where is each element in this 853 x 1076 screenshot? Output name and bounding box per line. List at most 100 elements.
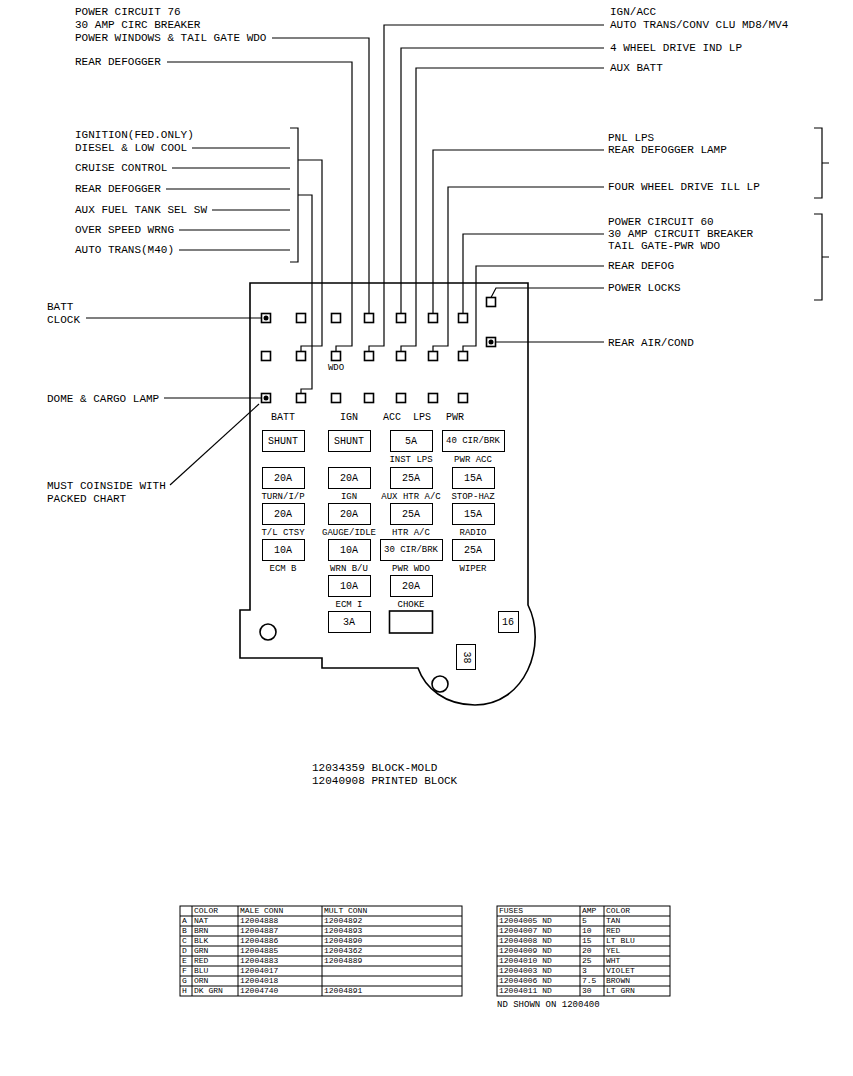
table-cell: 12004889 — [324, 957, 362, 965]
callout-text: REAR DEFOG — [608, 260, 674, 272]
table-cell: E — [182, 957, 187, 965]
fuse-box: 10A — [328, 539, 371, 561]
callout-text: ND SHOWN ON 1200400 — [497, 1000, 600, 1010]
fuse-box: 15A — [452, 467, 495, 489]
callout-text: IGN/ACC — [610, 6, 656, 18]
table-cell: 12004018 — [240, 977, 278, 985]
fuse-box: 20A — [328, 467, 371, 489]
table-cell: VIOLET — [606, 967, 635, 975]
callout-text: AUX HTR A/C — [381, 492, 440, 502]
table-cell: NAT — [194, 917, 208, 925]
callout-text: 30 AMP CIRC BREAKER — [75, 19, 200, 31]
callout-text: CHOKE — [397, 600, 424, 610]
table-cell: G — [182, 977, 187, 985]
fuse-rating: 20A — [274, 509, 292, 520]
callout-text: PWR ACC — [454, 455, 492, 465]
fuse-box: 20A — [262, 503, 305, 525]
fuse-box: SHUNT — [262, 430, 305, 452]
table-cell: LT BLU — [606, 937, 635, 945]
table-cell: ORN — [194, 977, 208, 985]
callout-text: PNL LPS — [608, 132, 654, 144]
empty-fuse — [390, 611, 433, 633]
callout-text: REAR AIR/COND — [608, 337, 694, 349]
table-cell: 3 — [582, 967, 587, 975]
callout-text: 4 WHEEL DRIVE IND LP — [610, 42, 742, 54]
fuse-rating: 15A — [464, 509, 482, 520]
fuse-rating: SHUNT — [268, 436, 298, 447]
fuse-rating: 20A — [340, 473, 358, 484]
callout-text: RADIO — [459, 528, 486, 538]
callout-text: TAIL GATE-PWR WDO — [608, 240, 720, 252]
fuse-rating: 25A — [402, 473, 420, 484]
callout-text: T/L CTSY — [261, 528, 304, 538]
table-cell: H — [182, 987, 187, 995]
table-cell: 10 — [582, 927, 592, 935]
table-cell: RED — [194, 957, 208, 965]
fuse-box: 20A — [390, 575, 433, 597]
table-cell: C — [182, 937, 187, 945]
callout-text: TURN/I/P — [261, 492, 304, 502]
leader-lines — [86, 25, 829, 485]
table-cell: 12004009 ND — [499, 947, 552, 955]
callout-text: REAR DEFOGGER LAMP — [608, 144, 727, 156]
fuse-box: 25A — [452, 539, 495, 561]
callout-text: INST LPS — [389, 455, 432, 465]
table-cell: 7.5 — [582, 977, 596, 985]
table-cell: GRN — [194, 947, 208, 955]
fuse-box: 15A — [452, 503, 495, 525]
callout-text: GAUGE/IDLE — [322, 528, 376, 538]
table-cell: 12004011 ND — [499, 987, 552, 995]
table-cell: BROWN — [606, 977, 630, 985]
table-cell: 12004007 ND — [499, 927, 552, 935]
table-cell: 12004892 — [324, 917, 362, 925]
table-cell: MULT CONN — [324, 907, 367, 915]
table-cell: LT GRN — [606, 987, 635, 995]
callout-text: CRUISE CONTROL — [75, 162, 167, 174]
fuse-rating: 20A — [340, 509, 358, 520]
callout-text: OVER SPEED WRNG — [75, 224, 174, 236]
callout-text: POWER CIRCUIT 76 — [75, 6, 181, 18]
table-cell: 12004006 ND — [499, 977, 552, 985]
table-cell: B — [182, 927, 187, 935]
fuse-box: 5A — [390, 430, 433, 452]
table-cell: 12004886 — [240, 937, 278, 945]
callout-text: REAR DEFOGGER — [75, 56, 161, 68]
fuse-rating: 3A — [343, 617, 355, 628]
fuse-rating: 10A — [340, 581, 358, 592]
fuse-rating: 15A — [464, 473, 482, 484]
fuse-rating: 30 CIR/BRK — [384, 545, 438, 555]
table-cell: 12004888 — [240, 917, 278, 925]
table-cell: 12004883 — [240, 957, 278, 965]
table-cell: BRN — [194, 927, 208, 935]
table-cell: F — [182, 967, 187, 975]
fuse-rating: 10A — [274, 545, 292, 556]
table-cell: 25 — [582, 957, 592, 965]
callout-text: FOUR WHEEL DRIVE ILL LP — [608, 181, 760, 193]
table-cell: 12004890 — [324, 937, 362, 945]
fuse-rating: 10A — [340, 545, 358, 556]
table-cell: MALE CONN — [240, 907, 283, 915]
table-cell: 12004885 — [240, 947, 278, 955]
fuse-rating: 40 CIR/BRK — [446, 436, 500, 446]
mounting-hole — [260, 624, 276, 640]
fuse-rating: 20A — [274, 473, 292, 484]
table-cell: A — [182, 917, 187, 925]
table-cell: TAN — [606, 917, 620, 925]
callout-text: WIPER — [459, 564, 486, 574]
fuse-rating: 20A — [402, 581, 420, 592]
terminal-dots — [264, 316, 494, 401]
fuse-rating: 25A — [402, 509, 420, 520]
callout-text: PACKED CHART — [47, 493, 126, 505]
table-cell: BLU — [194, 967, 208, 975]
callout-text: ECM I — [335, 600, 362, 610]
callout-text: POWER CIRCUIT 60 — [608, 216, 714, 228]
fuse-box: 25A — [390, 503, 433, 525]
fuse-box: 25A — [390, 467, 433, 489]
callout-text: 30 AMP CIRCUIT BREAKER — [608, 228, 753, 240]
callout-text: AUX FUEL TANK SEL SW — [75, 204, 207, 216]
fuse-rating: 16 — [502, 617, 514, 628]
table-cell: 5 — [582, 917, 587, 925]
fuse-rating: SHUNT — [334, 436, 364, 447]
table-grid — [180, 906, 670, 996]
